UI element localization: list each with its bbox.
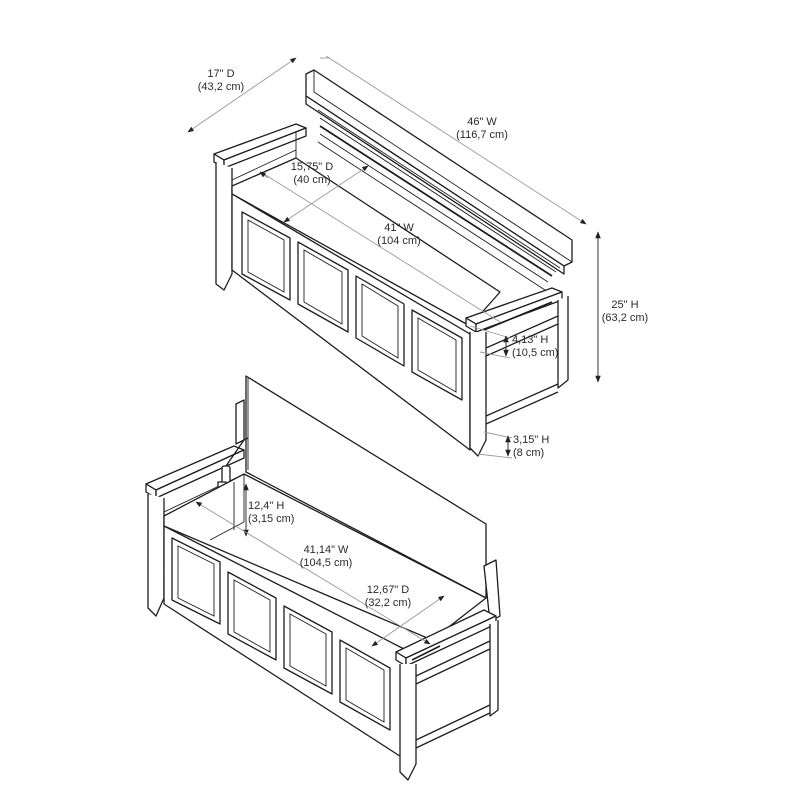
backrest [305,69,573,291]
label-overall-width: 46" W (116,7 cm) [456,116,508,141]
front-panel [231,193,471,451]
closed-bench-view [187,55,601,459]
label-floor-clearance: 3,15" H (8 cm) [513,434,550,459]
label-interior-height: 12,4" H (3,15 cm) [248,500,295,525]
open-panel-4 [339,639,391,731]
panel-4 [411,309,463,401]
panel-2 [297,241,349,333]
right-arm [465,287,569,457]
panel-3 [355,275,405,367]
panel-1 [241,211,291,301]
open-right-arm [395,609,499,781]
open-bench-view [145,375,501,781]
label-seat-depth: 15,75" D (40 cm) [290,161,334,186]
label-overall-height: 25" H (63,2 cm) [601,299,649,324]
label-seat-width: 41" W (104 cm) [377,222,421,247]
label-interior-depth: 12,67" D (32,2 cm) [364,584,412,609]
left-arm [213,123,307,291]
label-overall-depth: 17" D (43,2 cm) [197,68,245,93]
dimension-lines-top [187,55,601,459]
label-armrest-height: 4,13" H (10,5 cm) [512,334,559,359]
label-interior-width: 41,14" W (104,5 cm) [299,544,353,569]
dimension-lines-bottom [195,482,445,647]
